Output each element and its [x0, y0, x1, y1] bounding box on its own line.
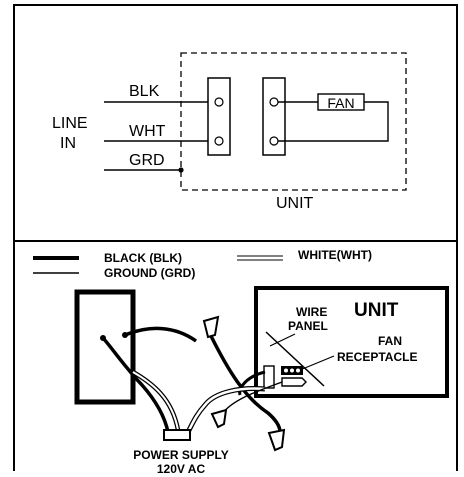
unit-boundary-dashed	[180, 52, 407, 191]
left-terminal-block	[207, 77, 231, 156]
wire-from-top-nut	[209, 335, 282, 433]
unit-white-wire-core	[186, 387, 266, 433]
right-terminal-upper	[269, 97, 279, 107]
power-supply-box	[74, 289, 136, 405]
fan-receptacle-pointer	[299, 355, 335, 371]
terminal-strip	[263, 365, 275, 389]
grd-connection-dot	[178, 167, 184, 173]
unit-label: UNIT	[276, 195, 314, 212]
fan-circuit-wire	[278, 101, 389, 142]
wire-nut-right	[267, 428, 286, 452]
black-wire-right	[124, 326, 198, 343]
fan-label: FAN	[327, 95, 354, 111]
power-supply-plug	[163, 429, 191, 441]
receptacle-pin-2	[290, 368, 294, 373]
wire-panel-label-2: PANEL	[288, 319, 328, 333]
black-wire-left	[101, 336, 170, 433]
unit-black-wire	[238, 370, 266, 396]
line-in-label-2: IN	[60, 135, 76, 152]
wire-nut-ground	[210, 408, 228, 429]
legend-white-label: WHITE(WHT)	[298, 248, 372, 262]
power-white-wire-core	[132, 371, 179, 431]
outer-frame	[13, 4, 458, 471]
legend: BLACK (BLK) GROUND (GRD) WHITE(WHT)	[33, 248, 372, 280]
unit-title: UNIT	[354, 300, 399, 321]
fan-box	[317, 93, 365, 111]
right-terminal-block	[262, 77, 286, 156]
left-terminal-upper	[214, 97, 224, 107]
power-supply-label-2: 120V AC	[157, 462, 206, 476]
unit-box	[254, 286, 449, 398]
left-terminal-lower	[214, 136, 224, 146]
receptacle-pin-1	[284, 368, 288, 373]
grd-label: GRD	[129, 152, 165, 169]
black-wire-end-left	[100, 335, 106, 341]
wire-panel-edge	[265, 331, 325, 387]
wire-panel-label-1: WIRE	[296, 305, 327, 319]
blk-label: BLK	[129, 83, 160, 100]
top-schematic: LINE IN BLK WHT GRD FAN UNIT	[52, 52, 407, 212]
wire-nut-top	[202, 315, 220, 339]
legend-black-label: BLACK (BLK)	[104, 251, 182, 265]
wht-label: WHT	[129, 123, 166, 140]
black-wire-end-right	[122, 332, 128, 338]
receptacle-plug-arrow	[281, 377, 307, 387]
power-supply-label-1: POWER SUPPLY	[133, 448, 229, 462]
wire-panel-pointer	[269, 333, 296, 347]
fan-receptacle-label-2: RECEPTACLE	[337, 350, 417, 364]
right-terminal-lower	[269, 136, 279, 146]
line-in-label-1: LINE	[52, 115, 88, 132]
receptacle-pin-3	[296, 368, 300, 373]
fan-receptacle-label-1: FAN	[378, 334, 402, 348]
legend-ground-label: GROUND (GRD)	[104, 266, 195, 280]
bottom-illustration: UNIT WIRE PANEL FAN RECEPTACLE	[74, 286, 449, 476]
